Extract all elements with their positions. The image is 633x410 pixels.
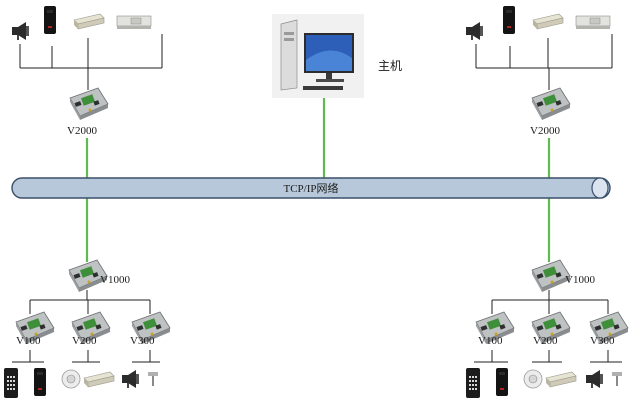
- v1000-right-wiring: [474, 290, 622, 363]
- v1000-left-wiring: [12, 290, 160, 363]
- tcpip-network-bus: TCP/IP网络: [11, 177, 611, 199]
- v300-right-label: V300: [590, 335, 615, 347]
- card-reader-icon: [496, 368, 508, 396]
- v1000-right-label: V1000: [565, 274, 595, 286]
- v1000-left-group: V1000 V100 V200 V300: [4, 259, 171, 398]
- network-links: [85, 98, 551, 262]
- speaker-icon: [586, 370, 603, 388]
- speaker-icon: [12, 22, 29, 40]
- handle-icon: [612, 372, 622, 386]
- keypad-reader-icon: [4, 368, 18, 398]
- controller-board-icon: [69, 87, 109, 121]
- keypad-reader-icon: [466, 368, 480, 398]
- v2000-left-group: V2000: [12, 6, 163, 137]
- speaker-icon: [122, 370, 139, 388]
- lock-icon: [545, 371, 577, 388]
- card-reader-icon: [44, 6, 56, 34]
- lock-icon: [73, 13, 105, 30]
- v2000-left-label: V2000: [67, 125, 97, 137]
- network-label: TCP/IP网络: [283, 181, 338, 195]
- electric-strike-icon: [116, 15, 152, 30]
- card-reader-icon: [34, 368, 46, 396]
- speaker-icon: [466, 22, 483, 40]
- v2000-right-label: V2000: [530, 125, 560, 137]
- v2000-left-wiring: [19, 34, 163, 90]
- lock-icon: [83, 371, 115, 388]
- computer-host-icon: [280, 19, 354, 91]
- exit-button-icon: [523, 369, 543, 389]
- v2000-right-group: V2000: [466, 6, 613, 137]
- exit-button-icon: [61, 369, 81, 389]
- v100-right-label: V100: [478, 335, 503, 347]
- handle-icon: [148, 372, 158, 386]
- card-reader-icon: [503, 6, 515, 34]
- electric-strike-icon: [575, 15, 611, 30]
- v300-left-label: V300: [130, 335, 155, 347]
- v1000-right-group: V1000 V100 V200 V300: [466, 259, 629, 398]
- host-label: 主机: [378, 59, 402, 73]
- lock-icon: [532, 13, 564, 30]
- v100-left-label: V100: [16, 335, 41, 347]
- v200-left-label: V200: [72, 335, 97, 347]
- controller-board-icon: [531, 87, 571, 121]
- host-computer: 主机: [272, 14, 402, 98]
- v2000-right-wiring: [475, 34, 613, 90]
- v1000-left-label: V1000: [100, 274, 130, 286]
- v200-right-label: V200: [533, 335, 558, 347]
